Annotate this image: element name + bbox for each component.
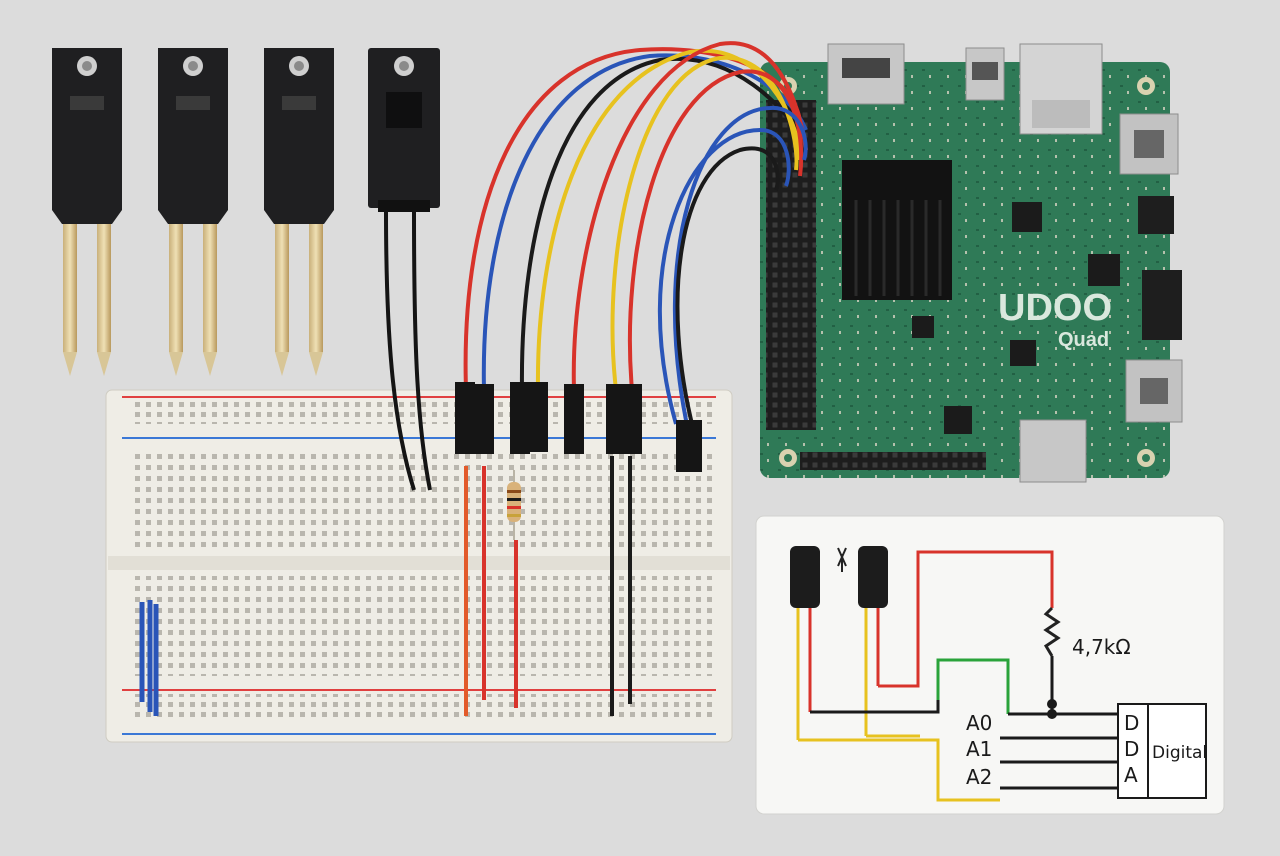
red-jumper-wires — [464, 466, 518, 716]
resistor-symbol — [1043, 606, 1061, 657]
humidity-sensor-module — [368, 48, 440, 212]
dupont-connectors — [455, 382, 702, 472]
pin-label-a2: A2 — [966, 765, 992, 789]
digital-label: Digital — [1152, 743, 1207, 763]
pin-label-a1: A1 — [966, 737, 992, 761]
pin-label-a0: A0 — [966, 711, 992, 735]
digital-block — [1117, 703, 1207, 799]
board-brand: UDOO — [998, 287, 1112, 329]
jumper-wire-bundle — [463, 41, 808, 433]
block-pin-2: D — [1124, 737, 1139, 761]
breadboard — [105, 389, 733, 743]
sensor-cable — [384, 209, 432, 491]
resistor-label: 4,7kΩ — [1072, 635, 1131, 659]
sensor-symbol-2 — [858, 546, 888, 736]
soil-moisture-probe-3 — [264, 48, 334, 376]
resistor — [507, 470, 521, 540]
antenna-icon — [837, 547, 847, 572]
sensor-symbol-1 — [790, 546, 820, 740]
soil-moisture-probe-2 — [158, 48, 228, 376]
board-model: Quad — [1058, 329, 1109, 351]
soil-moisture-probe-1 — [52, 48, 122, 376]
blue-jumper-wires — [139, 600, 159, 716]
black-jumper-wires — [610, 456, 632, 716]
udoo-board: UDOO Quad — [760, 43, 1183, 483]
block-pin-3: A — [1124, 763, 1138, 787]
schematic-card: 4,7kΩ A0 A1 A2 D D A Digital — [755, 515, 1225, 815]
block-pin-1: D — [1124, 711, 1139, 735]
